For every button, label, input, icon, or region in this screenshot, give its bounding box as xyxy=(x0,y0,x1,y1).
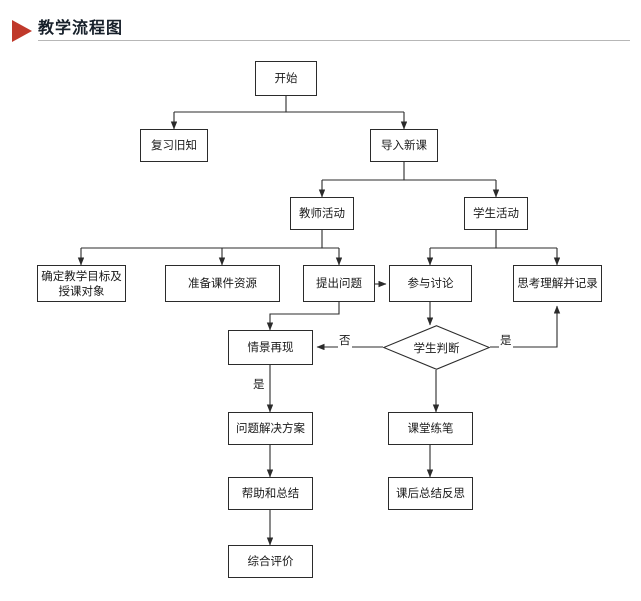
node-set-goals[interactable]: 确定教学目标及授课对象 xyxy=(37,265,126,302)
node-start[interactable]: 开始 xyxy=(255,61,317,96)
node-teacher-activity[interactable]: 教师活动 xyxy=(290,197,354,230)
page-title: 教学流程图 xyxy=(38,18,124,37)
edge-question-to-scene xyxy=(266,302,340,331)
edge-label-judge-no: 否 xyxy=(338,332,352,348)
red-triangle-marker-icon xyxy=(12,20,32,42)
node-review[interactable]: 复习旧知 xyxy=(140,129,208,162)
header-divider xyxy=(38,40,630,41)
node-class-writing[interactable]: 课堂练笔 xyxy=(388,412,473,445)
page-header: 教学流程图 xyxy=(0,0,641,46)
node-student-judgement[interactable]: 学生判断 xyxy=(383,325,490,370)
node-ask-question[interactable]: 提出问题 xyxy=(303,265,375,302)
edge-label-scene-yes: 是 xyxy=(252,376,266,392)
node-student-judgement-label: 学生判断 xyxy=(413,340,460,355)
node-comprehensive-evaluation[interactable]: 综合评价 xyxy=(228,545,313,578)
node-post-class-reflection[interactable]: 课后总结反思 xyxy=(388,477,473,510)
node-help-and-summary[interactable]: 帮助和总结 xyxy=(228,477,313,510)
diamond-shape-icon xyxy=(383,325,490,370)
edge-label-judge-yes: 是 xyxy=(499,332,513,348)
flowchart-canvas: 开始 复习旧知 导入新课 教师活动 学生活动 确定教学目标及授课对象 准备课件资… xyxy=(0,46,641,601)
node-student-activity[interactable]: 学生活动 xyxy=(464,197,528,230)
node-think-and-record[interactable]: 思考理解并记录 xyxy=(513,265,602,302)
node-prepare-resources[interactable]: 准备课件资源 xyxy=(165,265,280,302)
node-scene-replay[interactable]: 情景再现 xyxy=(228,330,313,365)
node-intro[interactable]: 导入新课 xyxy=(370,129,438,162)
node-problem-solution[interactable]: 问题解决方案 xyxy=(228,412,313,445)
flowchart-connectors xyxy=(77,95,561,546)
node-join-discussion[interactable]: 参与讨论 xyxy=(389,265,472,302)
